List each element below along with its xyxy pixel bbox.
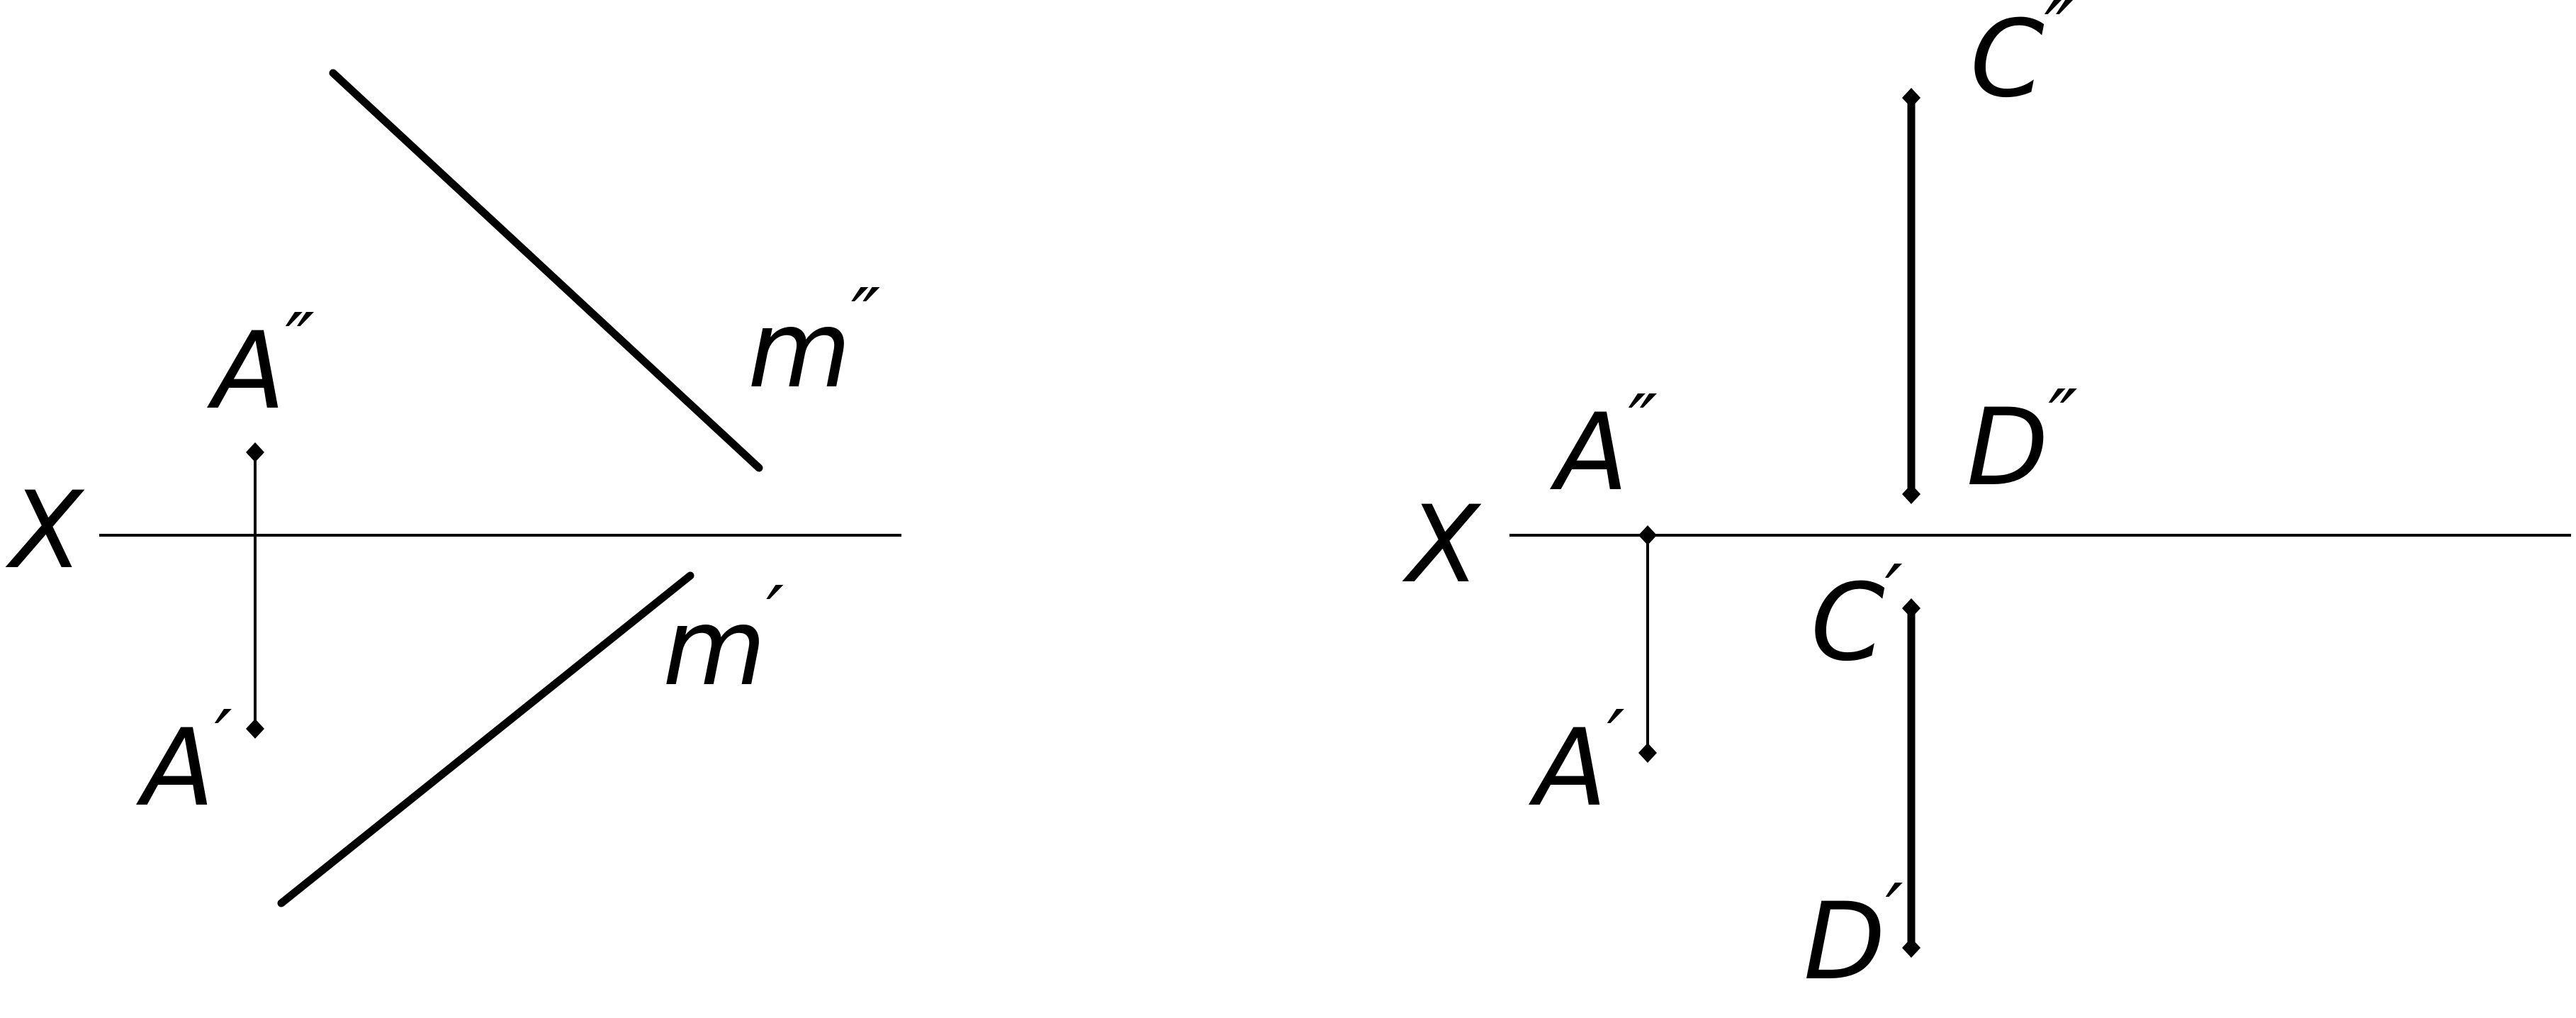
right-c-top-label: C′	[1811, 548, 1903, 685]
left-a-front-letter: A	[207, 310, 286, 433]
right-d-front-point	[1902, 484, 1920, 504]
right-x-axis-label: X	[1402, 483, 1482, 607]
left-a-top-prime: ′	[215, 693, 232, 784]
right-a-top-prime: ′	[1607, 693, 1625, 784]
left-diagram: X A″ A′ m″ m′	[5, 69, 901, 907]
left-a-front-prime: ″	[286, 296, 315, 387]
right-diagram: X C″ D″ A″ C′ A′ D′	[1402, 0, 2571, 1004]
right-c-top-point	[1902, 598, 1920, 618]
right-a-top-label: A′	[1529, 693, 1625, 830]
right-c-front-letter: C	[1970, 0, 2045, 121]
right-a-front-letter: A	[1550, 391, 1629, 515]
left-m-top-prime: ′	[766, 569, 784, 660]
right-d-front-label: D″	[1967, 373, 2078, 510]
left-m-top-label: m′	[663, 569, 784, 710]
right-a-front-point	[1638, 525, 1657, 545]
left-m-top-line	[277, 571, 694, 907]
right-d-top-letter: D	[1804, 880, 1886, 1004]
right-d-top-point	[1902, 938, 1920, 958]
left-a-front-point	[246, 442, 264, 462]
left-m-top-letter: m	[663, 586, 766, 710]
right-a-front-prime: ″	[1629, 378, 1658, 469]
left-m-front-line	[329, 69, 763, 472]
left-a-front-label: A″	[207, 296, 315, 433]
right-a-top-letter: A	[1529, 707, 1607, 830]
left-x-axis-label: X	[5, 469, 85, 593]
left-a-top-point	[246, 719, 264, 739]
right-c-top-prime: ′	[1885, 548, 1903, 639]
right-a-front-label: A″	[1550, 378, 1658, 515]
left-m-front-letter: m	[748, 289, 851, 412]
left-m-front-prime: ″	[851, 272, 880, 362]
left-a-top-label: A′	[136, 693, 232, 830]
left-m-front-label: m″	[748, 272, 880, 412]
right-d-front-letter: D	[1967, 386, 2049, 510]
right-c-front-point	[1902, 88, 1920, 108]
right-c-top-letter: C	[1811, 561, 1885, 685]
right-d-top-label: D′	[1804, 867, 1903, 1004]
right-d-top-prime: ′	[1886, 867, 1903, 958]
right-a-top-point	[1638, 743, 1657, 763]
right-d-front-prime: ″	[2049, 373, 2078, 464]
right-c-front-prime: ″	[2045, 0, 2074, 75]
right-c-front-label: C″	[1970, 0, 2074, 121]
left-a-top-letter: A	[136, 707, 215, 830]
